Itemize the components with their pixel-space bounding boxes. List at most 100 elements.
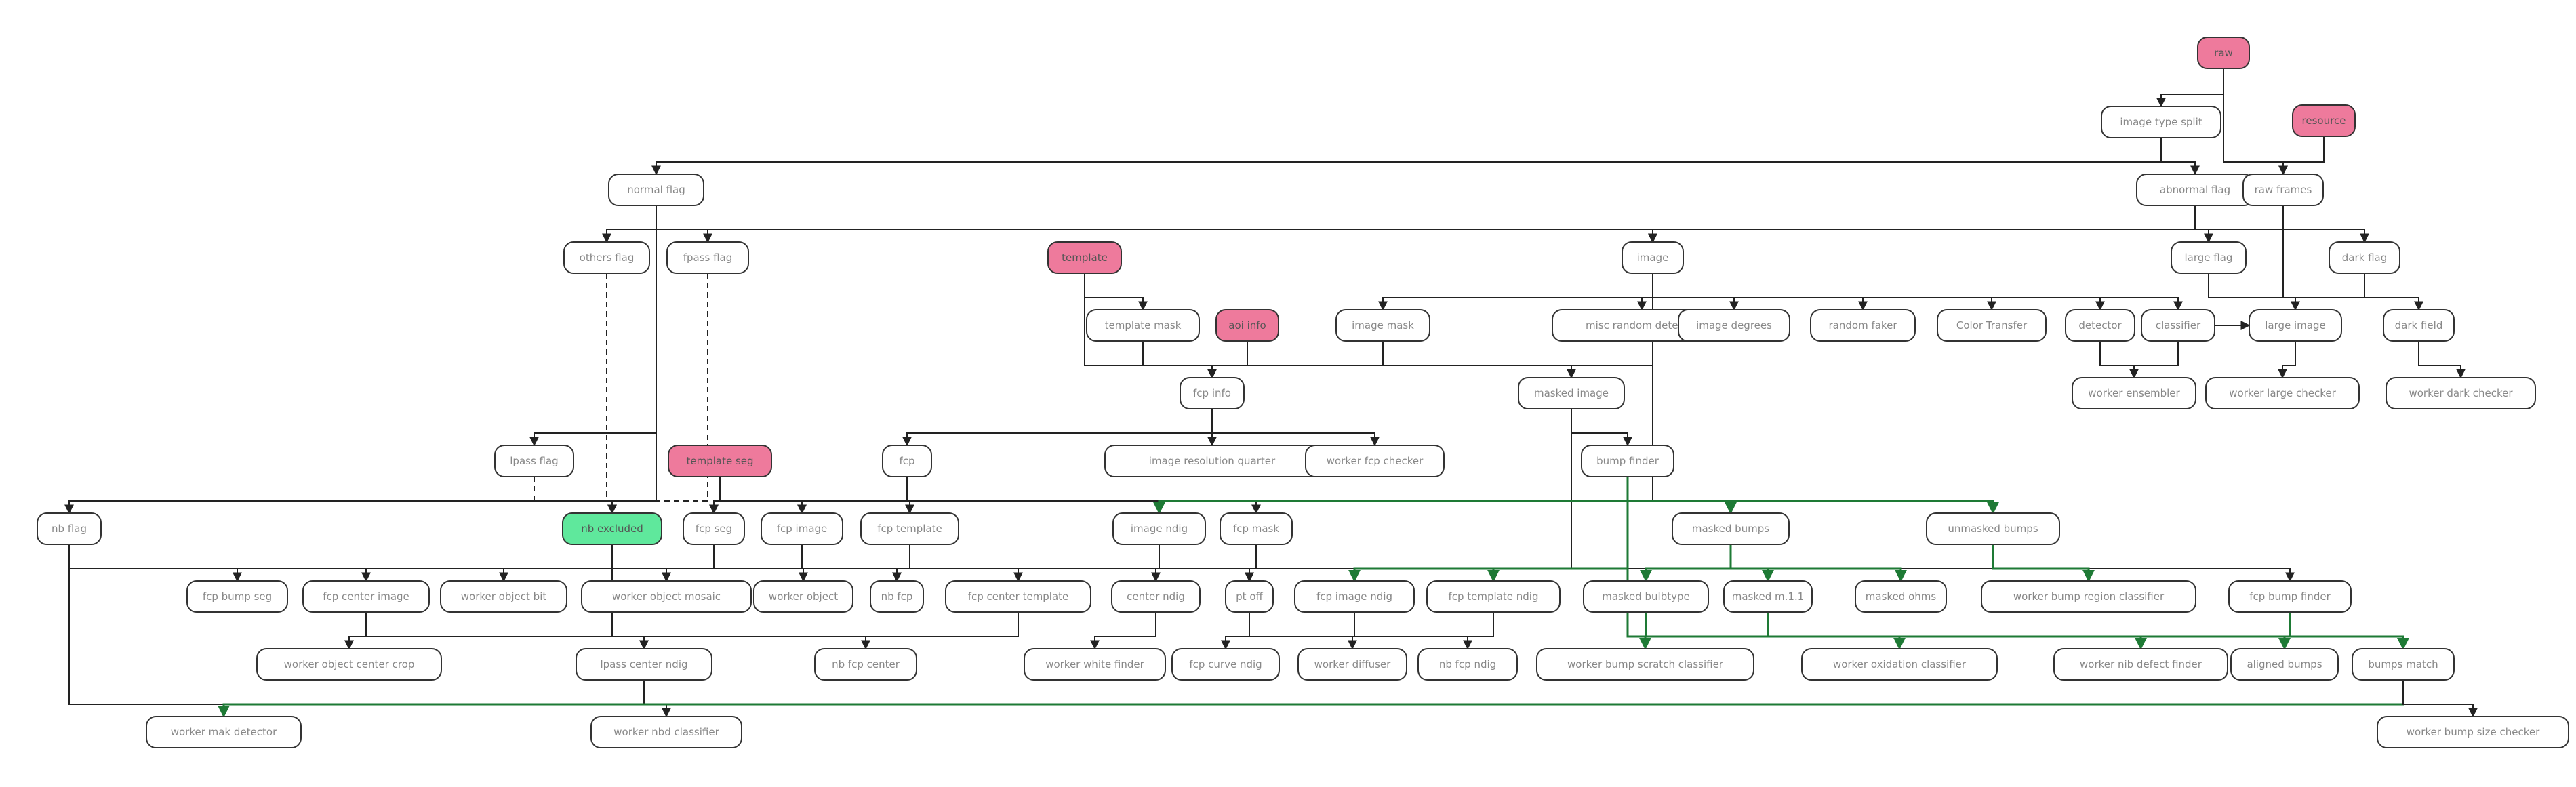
node-masked-bulbtype[interactable]: masked bulbtype: [1583, 580, 1709, 613]
node-worker-object[interactable]: worker object: [753, 580, 853, 613]
node-box: [581, 580, 752, 613]
node-raw-frames[interactable]: raw frames: [2242, 174, 2324, 206]
node-label: image type split: [2120, 116, 2202, 128]
edge-fcp-info-to-worker-fcp-checker: [1211, 409, 1380, 447]
node-box: [1294, 580, 1415, 613]
node-fcp-center-template[interactable]: fcp center template: [945, 580, 1091, 613]
node-fcp-mask[interactable]: fcp mask: [1220, 512, 1293, 545]
node-random-faker[interactable]: random faker: [1810, 309, 1916, 342]
node-worker-ensembler[interactable]: worker ensembler: [2072, 377, 2196, 409]
node-fcp-bump-finder[interactable]: fcp bump finder: [2228, 580, 2352, 613]
node-masked-image[interactable]: masked image: [1518, 377, 1625, 409]
node-fcp-template-ndig[interactable]: fcp template ndig: [1426, 580, 1561, 613]
node-masked-ohms[interactable]: masked ohms: [1855, 580, 1947, 613]
node-worker-oxidation-classifier[interactable]: worker oxidation classifier: [1801, 648, 1998, 681]
edge-raw-frames-to-large-image: [2282, 205, 2300, 311]
edge-fcp-image-to-nb-fcp: [801, 544, 902, 582]
node-template[interactable]: template: [1047, 241, 1122, 274]
node-fcp-image[interactable]: fcp image: [761, 512, 843, 545]
node-box: [2205, 377, 2360, 409]
node-label: worker large checker: [2229, 387, 2336, 399]
node-fcp-center-image[interactable]: fcp center image: [302, 580, 430, 613]
node-worker-object-mosaic[interactable]: worker object mosaic: [581, 580, 752, 613]
edge-bump-finder-to-fcp-template-ndig: [1487, 477, 1629, 582]
node-normal-flag[interactable]: normal flag: [608, 174, 704, 206]
node-aoi-info[interactable]: aoi info: [1215, 309, 1279, 342]
node-box: [761, 512, 843, 545]
node-box: [882, 445, 932, 477]
node-image[interactable]: image: [1622, 241, 1684, 274]
node-abnormal-flag[interactable]: abnormal flag: [2136, 174, 2254, 206]
node-image-degrees[interactable]: image degrees: [1678, 309, 1790, 342]
node-worker-dark-checker[interactable]: worker dark checker: [2386, 377, 2536, 409]
node-raw[interactable]: raw: [2197, 37, 2250, 69]
node-unmasked-bumps[interactable]: unmasked bumps: [1926, 512, 2060, 545]
edge-fcp-template-to-fcp-template-ndig: [909, 544, 1498, 582]
node-label: image degrees: [1696, 319, 1772, 331]
node-worker-bump-size-checker[interactable]: worker bump size checker: [2377, 716, 2569, 748]
node-image-ndig[interactable]: image ndig: [1112, 512, 1206, 545]
node-box: [753, 580, 853, 613]
node-masked-bumps[interactable]: masked bumps: [1672, 512, 1790, 545]
node-worker-diffuser[interactable]: worker diffuser: [1297, 648, 1407, 681]
node-label: Color Transfer: [1956, 319, 2028, 331]
node-masked-m1-1[interactable]: masked m.1.1: [1723, 580, 1813, 613]
node-bump-finder[interactable]: bump finder: [1581, 445, 1674, 477]
node-nb-fcp-center[interactable]: nb fcp center: [814, 648, 917, 681]
node-template-mask[interactable]: template mask: [1086, 309, 1200, 342]
node-fpass-flag[interactable]: fpass flag: [666, 241, 749, 274]
node-worker-object-center-crop[interactable]: worker object center crop: [256, 648, 442, 681]
node-nb-flag[interactable]: nb flag: [37, 512, 102, 545]
node-bumps-match[interactable]: bumps match: [2352, 648, 2455, 681]
node-worker-nbd-classifier[interactable]: worker nbd classifier: [590, 716, 742, 748]
edge-bump-finder-to-masked-bumps: [1626, 477, 1737, 514]
node-label: pt off: [1236, 590, 1263, 603]
edge-nb-flag-to-worker-mak-detector: [68, 544, 228, 718]
edge-fcp-template-ndig-to-nb-fcp-ndig: [1463, 612, 1494, 650]
node-fcp-bump-seg[interactable]: fcp bump seg: [186, 580, 288, 613]
node-classifier[interactable]: classifier: [2141, 309, 2215, 342]
node-resource[interactable]: resource: [2292, 104, 2356, 137]
node-color-transfer[interactable]: Color Transfer: [1937, 309, 2047, 342]
node-box: [2249, 309, 2342, 342]
node-worker-object-bit[interactable]: worker object bit: [440, 580, 567, 613]
node-lpass-center-ndig[interactable]: lpass center ndig: [576, 648, 712, 681]
edge-bump-finder-to-aligned-bumps: [1626, 477, 2291, 650]
node-box: [1024, 648, 1166, 681]
node-large-flag[interactable]: large flag: [2171, 241, 2247, 274]
node-image-resolution-quarter[interactable]: image resolution quarter: [1104, 445, 1320, 477]
node-image-mask[interactable]: image mask: [1335, 309, 1430, 342]
node-worker-mak-detector[interactable]: worker mak detector: [146, 716, 302, 748]
node-nb-excluded[interactable]: nb excluded: [562, 512, 662, 545]
node-nb-fcp[interactable]: nb fcp: [870, 580, 924, 613]
node-fcp-curve-ndig[interactable]: fcp curve ndig: [1171, 648, 1280, 681]
node-dark-flag[interactable]: dark flag: [2329, 241, 2400, 274]
node-box: [1112, 512, 1206, 545]
node-aligned-bumps[interactable]: aligned bumps: [2230, 648, 2339, 681]
node-center-ndig[interactable]: center ndig: [1111, 580, 1201, 613]
node-fcp-template[interactable]: fcp template: [860, 512, 959, 545]
node-large-image[interactable]: large image: [2249, 309, 2342, 342]
node-fcp-image-ndig[interactable]: fcp image ndig: [1294, 580, 1415, 613]
node-worker-large-checker[interactable]: worker large checker: [2205, 377, 2360, 409]
node-detector[interactable]: detector: [2065, 309, 2135, 342]
node-pt-off[interactable]: pt off: [1225, 580, 1274, 613]
node-image-type-split[interactable]: image type split: [2101, 106, 2221, 138]
node-worker-nib-defect-finder[interactable]: worker nib defect finder: [2053, 648, 2228, 681]
node-worker-bump-region-classifier[interactable]: worker bump region classifier: [1981, 580, 2196, 613]
node-template-seg[interactable]: template seg: [668, 445, 772, 477]
node-worker-fcp-checker[interactable]: worker fcp checker: [1305, 445, 1445, 477]
edge-fcp-to-fcp-image: [797, 477, 908, 514]
node-fcp-info[interactable]: fcp info: [1180, 377, 1245, 409]
node-fcp-seg[interactable]: fcp seg: [683, 512, 745, 545]
edge-fcp-center-template-to-lpass-center-ndig: [639, 612, 1019, 650]
node-fcp[interactable]: fcp: [882, 445, 932, 477]
node-others-flag[interactable]: others flag: [563, 241, 650, 274]
node-lpass-flag[interactable]: lpass flag: [494, 445, 574, 477]
node-nb-fcp-ndig[interactable]: nb fcp ndig: [1417, 648, 1518, 681]
node-dark-field[interactable]: dark field: [2383, 309, 2455, 342]
node-worker-bump-scratch-classifier[interactable]: worker bump scratch classifier: [1536, 648, 1754, 681]
node-label: nb fcp ndig: [1439, 658, 1496, 670]
node-label: fcp info: [1193, 387, 1231, 399]
node-worker-white-finder[interactable]: worker white finder: [1024, 648, 1166, 681]
